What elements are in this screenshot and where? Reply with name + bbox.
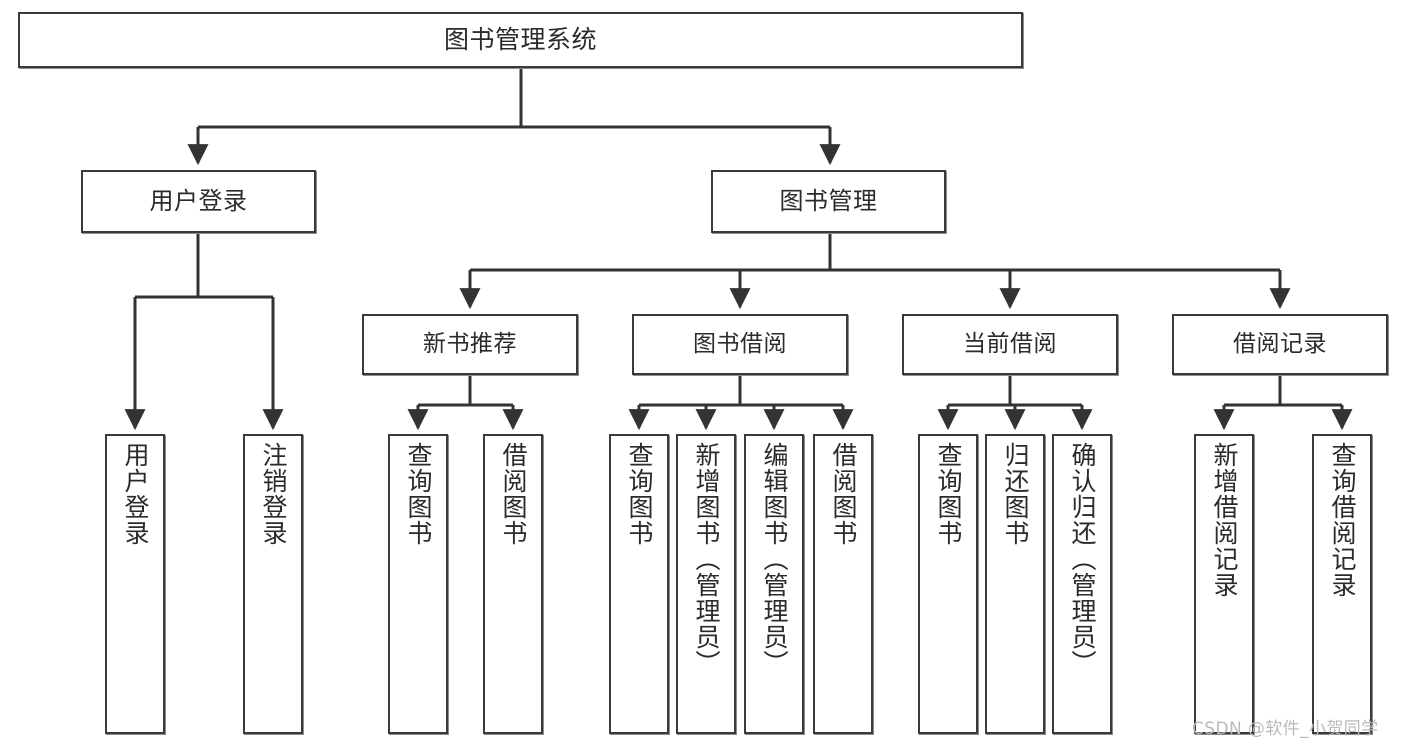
node-借阅记录[interactable]: 借阅记录 bbox=[1172, 314, 1388, 375]
node-label: 编辑图书（管理员） bbox=[760, 442, 789, 676]
node-label: 图书管理 bbox=[779, 186, 878, 215]
node-label: 图书管理系统 bbox=[443, 24, 597, 54]
node-label: 图书借阅 bbox=[693, 331, 787, 358]
node-label: 借阅图书 bbox=[499, 442, 528, 546]
node-label: 新书推荐 bbox=[423, 331, 517, 358]
leaf-归还图书[interactable]: 归还图书 bbox=[985, 434, 1045, 734]
node-label: 注销登录 bbox=[259, 442, 288, 546]
leaf-借阅图书-新书推荐[interactable]: 借阅图书 bbox=[483, 434, 543, 734]
node-label: 查询借阅记录 bbox=[1328, 442, 1357, 598]
node-label: 归还图书 bbox=[1001, 442, 1030, 546]
node-label: 用户登录 bbox=[121, 442, 150, 546]
leaf-查询图书-图书借阅[interactable]: 查询图书 bbox=[609, 434, 669, 734]
leaf-查询借阅记录[interactable]: 查询借阅记录 bbox=[1312, 434, 1372, 734]
node-root-图书管理系统[interactable]: 图书管理系统 bbox=[18, 12, 1023, 68]
node-label: 当前借阅 bbox=[963, 331, 1057, 358]
leaf-借阅图书-图书借阅[interactable]: 借阅图书 bbox=[813, 434, 873, 734]
leaf-确认归还-管理员[interactable]: 确认归还（管理员） bbox=[1052, 434, 1112, 734]
leaf-查询图书-当前借阅[interactable]: 查询图书 bbox=[918, 434, 978, 734]
leaf-新增图书-管理员[interactable]: 新增图书（管理员） bbox=[676, 434, 736, 734]
node-label: 用户登录 bbox=[149, 186, 248, 215]
node-label: 新增借阅记录 bbox=[1210, 442, 1239, 598]
node-label: 查询图书 bbox=[934, 442, 963, 546]
csdn-watermark: CSDN @软件_小贺同学 bbox=[1192, 719, 1379, 739]
node-图书管理[interactable]: 图书管理 bbox=[711, 170, 946, 233]
leaf-查询图书-新书推荐[interactable]: 查询图书 bbox=[388, 434, 448, 734]
node-label: 借阅记录 bbox=[1233, 331, 1327, 358]
node-label: 借阅图书 bbox=[829, 442, 858, 546]
node-用户登录[interactable]: 用户登录 bbox=[81, 170, 316, 233]
node-图书借阅[interactable]: 图书借阅 bbox=[632, 314, 848, 375]
node-label: 查询图书 bbox=[404, 442, 433, 546]
leaf-新增借阅记录[interactable]: 新增借阅记录 bbox=[1194, 434, 1254, 734]
leaf-用户登录[interactable]: 用户登录 bbox=[105, 434, 165, 734]
node-当前借阅[interactable]: 当前借阅 bbox=[902, 314, 1118, 375]
leaf-注销登录[interactable]: 注销登录 bbox=[243, 434, 303, 734]
node-label: 查询图书 bbox=[625, 442, 654, 546]
node-新书推荐[interactable]: 新书推荐 bbox=[362, 314, 578, 375]
node-label: 新增图书（管理员） bbox=[692, 442, 721, 676]
leaf-编辑图书-管理员[interactable]: 编辑图书（管理员） bbox=[744, 434, 804, 734]
node-label: 确认归还（管理员） bbox=[1068, 442, 1097, 676]
